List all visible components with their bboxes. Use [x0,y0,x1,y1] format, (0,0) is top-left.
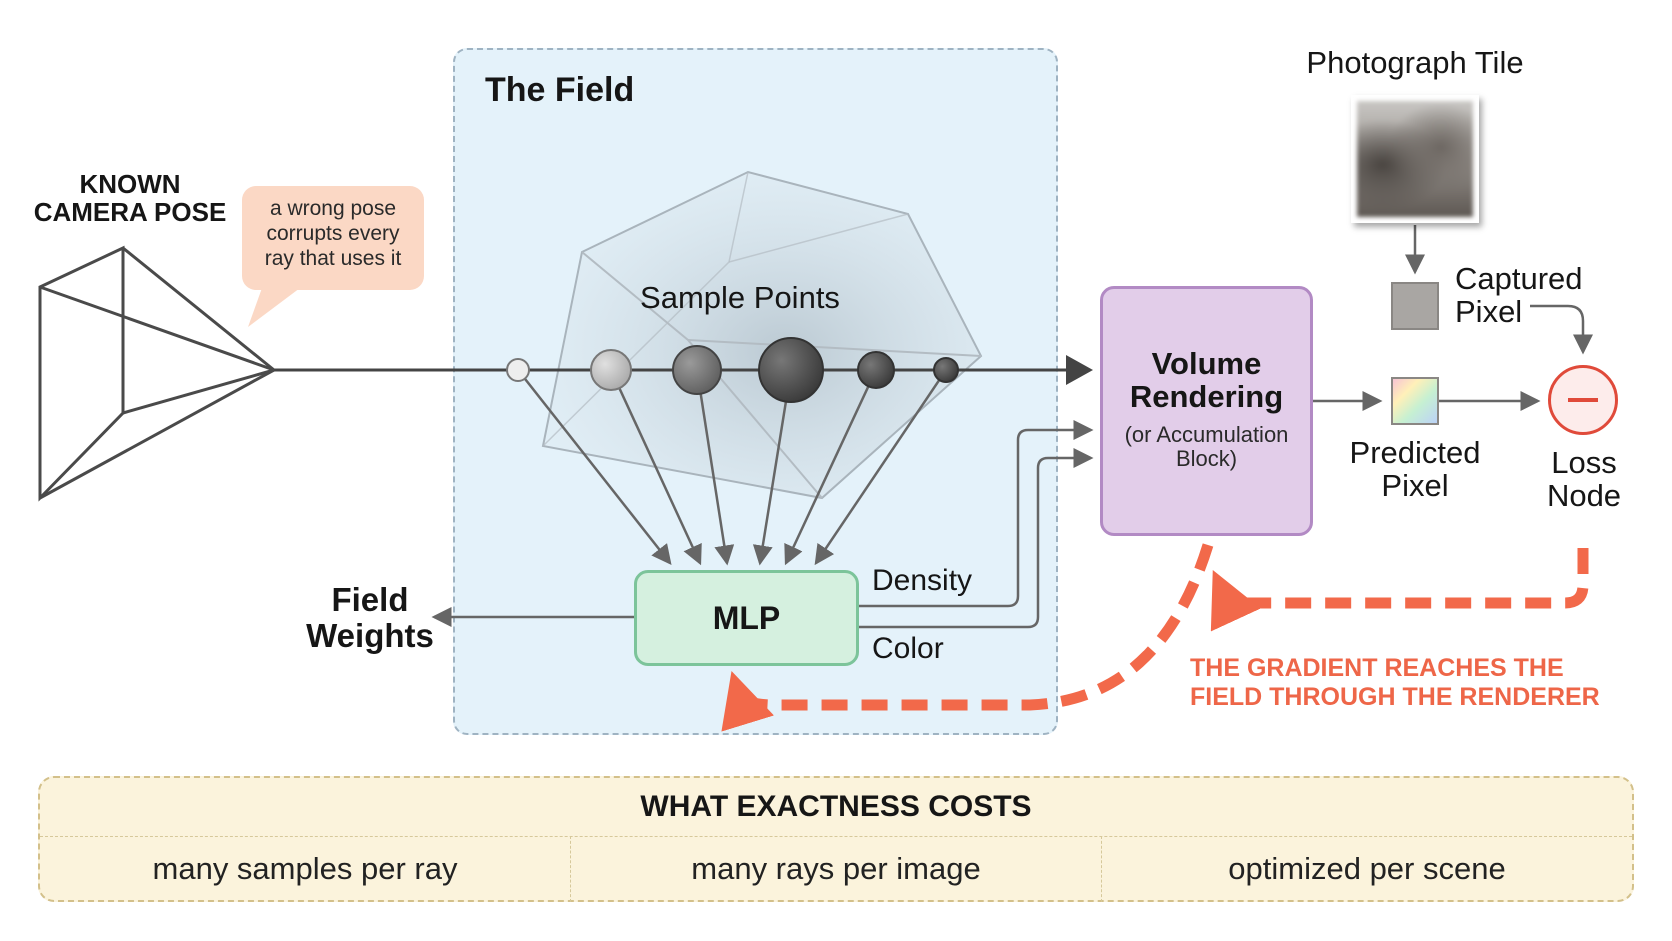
sample-point [590,349,632,391]
density-arrow [859,420,1094,608]
cost-item: optimized per scene [1101,836,1632,902]
sample-points-label: Sample Points [640,280,840,315]
photograph-image [1357,101,1473,217]
volume-rendering-block [1100,286,1313,536]
predicted-pixel-label: Predicted Pixel [1330,436,1500,503]
callout-tail [248,288,300,327]
predicted-pixel-line: Predicted [1349,435,1481,470]
callout-line: ray that uses it [264,247,402,271]
predicted-pixel-line: Pixel [1381,468,1449,504]
volume-rendering-subtitle: (or Accumulation Block) [1100,423,1313,471]
captured-pixel-line: Pixel [1455,294,1523,330]
captured-to-loss-arrow [1530,304,1593,355]
density-label: Density [872,564,973,597]
loss-node-line: Loss [1551,445,1617,480]
loss-node-line: Node [1546,478,1622,514]
field-weights-line: Weights [306,616,434,654]
sample-point [933,357,959,383]
mlp-block: MLP [634,570,859,666]
sample-point [672,345,722,395]
photograph-tile [1351,95,1479,223]
field-cube [541,170,983,500]
field-weights-line: Field [331,581,409,618]
callout-line: corrupts every [266,222,400,246]
exactness-costs-panel: WHAT EXACTNESS COSTS many samples per ra… [38,776,1634,902]
predicted-pixel-swatch [1391,377,1439,425]
cost-item: many rays per image [570,836,1101,902]
sample-point [758,337,824,403]
mlp-label: MLP [712,599,781,636]
loss-node [1548,365,1618,435]
volume-rendering-sub-line: Block) [1175,445,1238,471]
gradient-arrow-loss-to-renderer [1210,548,1589,632]
costs-title: WHAT EXACTNESS COSTS [40,778,1632,837]
callout-line: a wrong pose [269,197,397,220]
field-weights-label: Field Weights [300,582,440,653]
volume-rendering-title-line: Volume [1151,346,1262,381]
minus-icon [1568,398,1598,402]
costs-row: many samples per ray many rays per image… [40,836,1632,902]
cost-item: many samples per ray [152,851,458,886]
volume-rendering-sub-line: (or Accumulation [1124,422,1289,447]
sample-point [857,351,895,389]
color-label: Color [872,632,944,665]
camera-title-line: CAMERA POSE [33,197,227,228]
gradient-note-line: FIELD THROUGH THE RENDERER [1190,682,1600,711]
gradient-note-line: THE GRADIENT REACHES THE [1190,654,1564,682]
color-arrow [859,448,1094,629]
gradient-note: THE GRADIENT REACHES THE FIELD THROUGH T… [1190,654,1600,712]
field-title: The Field [485,71,635,109]
sample-points [506,337,959,403]
captured-pixel-line: Captured [1455,261,1583,296]
volume-rendering-title: Volume Rendering [1100,347,1313,414]
gradient-arrow-renderer-to-mlp [721,543,1214,732]
sample-point [506,358,530,382]
loss-node-label: Loss Node [1520,446,1648,513]
photograph-tile-title: Photograph Tile [1306,45,1524,80]
volume-rendering-title-line: Rendering [1129,379,1284,415]
camera-title: KNOWN CAMERA POSE [20,170,240,226]
camera-title-line: KNOWN [79,169,181,199]
pose-warning-callout: a wrong pose corrupts every ray that use… [242,186,424,290]
captured-pixel-swatch [1391,282,1439,330]
camera-frustum-icon [38,245,275,502]
captured-pixel-label: Captured Pixel [1455,262,1583,329]
